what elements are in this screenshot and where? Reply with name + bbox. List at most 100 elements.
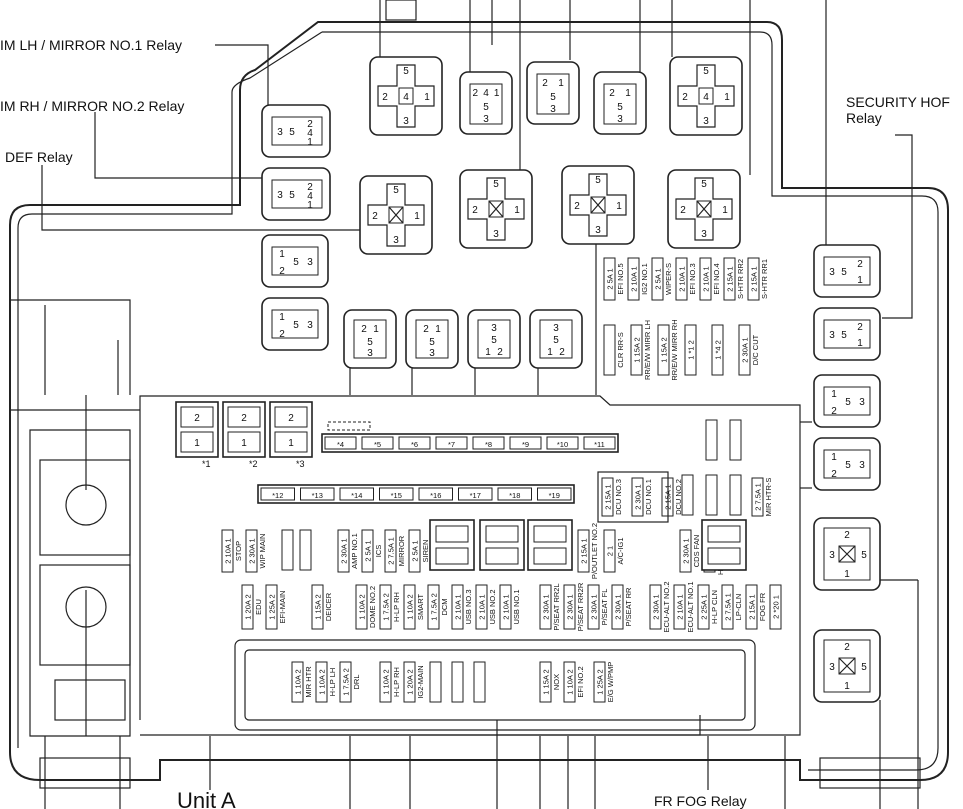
relay-pin: 2 [857,259,863,270]
relay-pin: 5 [393,185,399,196]
relay-pin: 2 [382,92,388,103]
fuse-name: LP-CLN [734,594,743,621]
relay-pin: 2 [361,324,367,335]
fr-fog-relay-label: FR FOG Relay [654,793,747,809]
relay-pin: 1 [547,347,553,358]
relay-pin: 4 [307,191,313,202]
relay-pin: 5 [845,460,851,471]
relay-pin: 1 [307,200,313,211]
fuse-upper-right-row2-4: 1 *4 2 [711,324,724,376]
mini-slot-label: *2 [249,459,258,469]
relay-pin: 2 [609,88,615,99]
relay-pin: 3 [393,235,399,246]
fuse-name: USB NO.3 [464,589,473,624]
mini-slot-pin: 1 [194,438,200,449]
relay-pin: 5 [429,337,435,348]
fuse-slot-label: *8 [485,440,492,449]
fuse-name: STOP [234,541,243,561]
fuse-name: CDS FAN [692,535,701,568]
relay-pin: 3 [550,104,556,115]
relay-pin: 3 [703,116,709,127]
relay-pin: 4 [483,88,489,99]
fuse-name: EFI NO.4 [712,263,721,294]
def-relay-label: DEF Relay [5,149,73,165]
relay-socket-4 [701,519,747,571]
fuse-name: USB NO.1 [512,589,521,624]
relay-pin: 5 [841,267,847,278]
fuse-slot-label: *9 [522,440,529,449]
dcu-fuse-block [597,471,669,523]
fuse-rating: 2 5A 1 [606,268,615,289]
relay-pin: 1 [307,137,313,148]
fuse-group: 21*121*221*3*4*5*6*7*8*9*10*11*12*13*14*… [175,257,782,731]
fuse-name: S-HTR RR2 [736,259,745,299]
housing-outline [9,0,949,789]
fuse-name: RR/E/W MIRR RH [670,319,679,380]
relay-pin: 2 [473,88,479,99]
fuse-slot-label: *19 [549,491,560,500]
relay-pin: 2 [831,406,837,417]
fuse-rating: 2 *20 1 [772,595,781,619]
relay-pin: 4 [703,92,709,103]
fuse-name: IG2 NO.1 [640,263,649,295]
blank-fuse-slot [451,661,464,703]
blank-fuse-slot [729,419,742,461]
blank-fuse-slot [603,324,616,376]
fuse-rating: 2 1 [606,546,615,556]
relay-pin: 3 [829,662,835,673]
fuse-slot-label: *17 [470,491,481,500]
relay-socket-1 [429,519,475,571]
fuse-name: DOME NO.2 [368,586,377,628]
fuse-rating: 1 20A 2 [244,594,253,619]
fuse-strip-mid: *12*13*14*15*16*17*18*19 [257,484,575,504]
relay-pin: 3 [829,267,835,278]
relay-pin: 2 [307,119,313,130]
relay-pin: 2 [682,92,688,103]
fuse-name: MIR HTR-S [764,478,773,517]
fuse-name: AMP NO.1 [350,533,359,569]
fuse-rating: 1 15A 2 [542,669,551,694]
fuse-name: H-LP LH [328,668,337,697]
relay-pin: 1 [616,201,622,212]
fuse-name: IG2-MAIN [416,665,425,698]
fuse-rating: 2 10A 1 [454,594,463,619]
fuse-slot-label: *12 [272,491,283,500]
fuse-rating: 1 10A 2 [318,669,327,694]
fuse-slot-label: *7 [448,440,455,449]
relay-pin: 5 [861,550,867,561]
relay-pin: 2 [559,347,565,358]
relay-pin: 5 [861,662,867,673]
fuse-rating: 2 5A 1 [411,540,420,561]
blank-fuse-slot [299,529,312,571]
relay-pin: 1 [724,92,730,103]
fuse-rating: 1 7.5A 2 [382,593,391,621]
bottom-fuse-holder-inner [244,649,746,721]
fuse-slot-label: *15 [391,491,402,500]
relay-pin: 5 [403,66,409,77]
relay-pin: 2 [372,211,378,222]
fuse-name: RR/E/W MIRR LH [643,320,652,380]
relay-pin: 3 [701,229,707,240]
fuse-rating: 1 15A 2 [633,337,642,362]
mini-slot-1: 21*1 [175,401,219,469]
relay-pin: 1 [857,275,863,286]
